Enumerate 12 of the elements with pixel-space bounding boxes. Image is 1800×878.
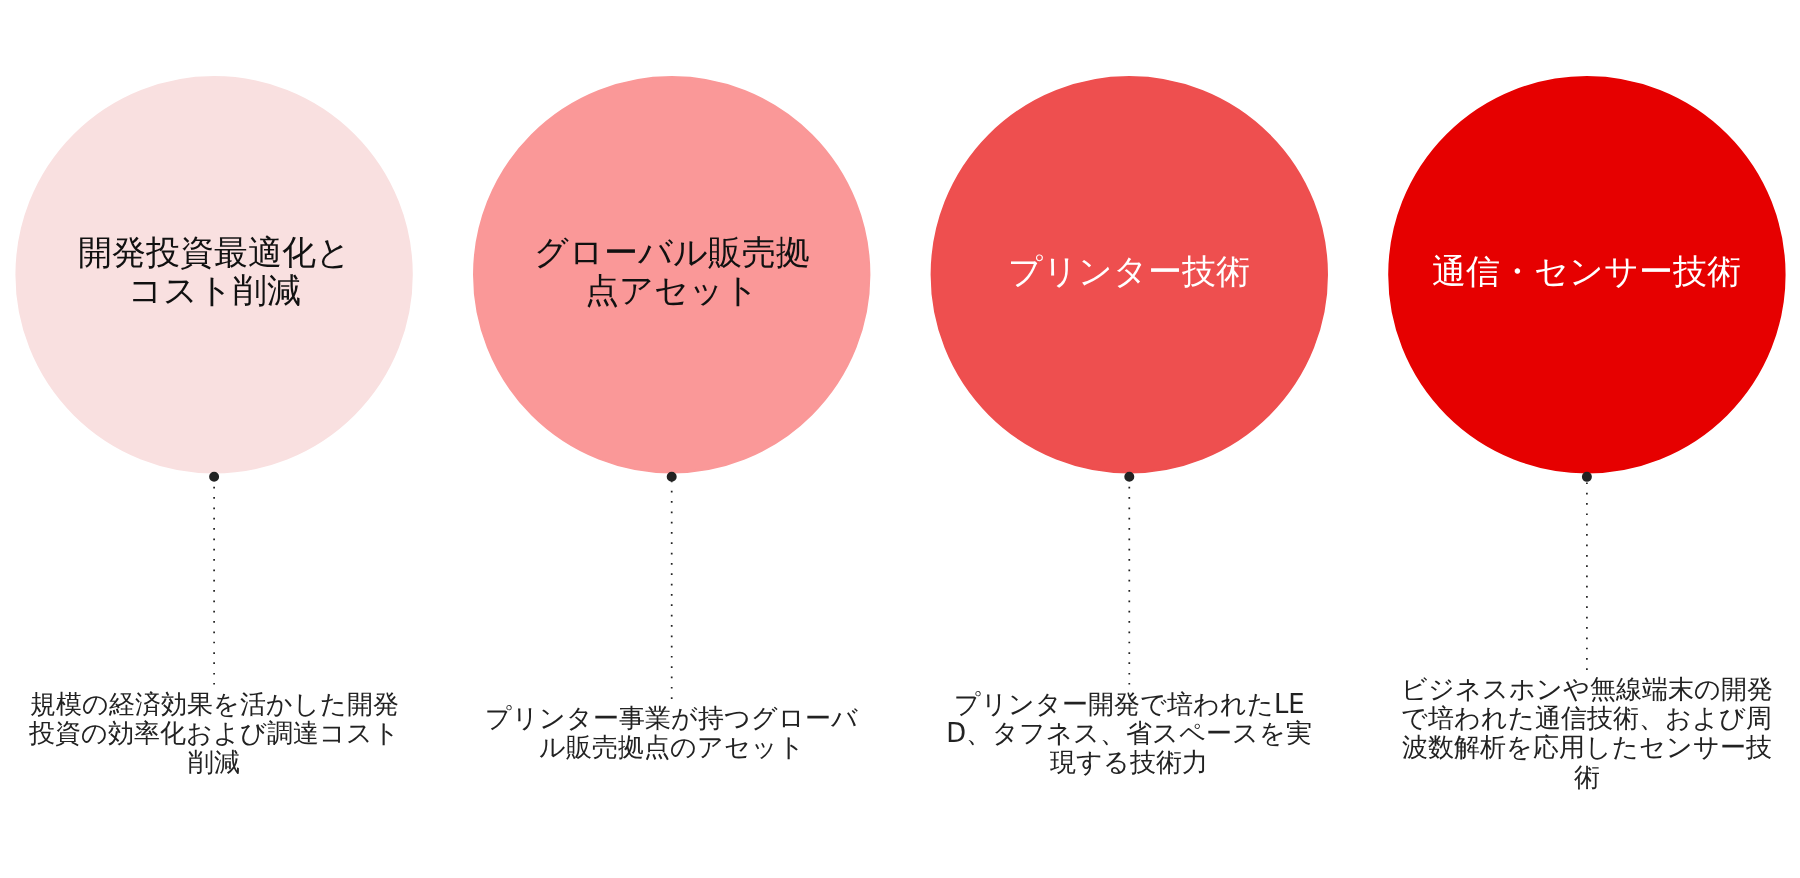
node-text: ビジネスホンや無線端末の開発で培われた通信技術、および周波数解析を応用したセンサー技術 — [1400, 673, 1773, 792]
node-circle: プリンター技術 — [930, 76, 1328, 474]
node-circle: グローバル販売拠点アセット — [472, 76, 870, 474]
node-circle: 通信・センサー技術 — [1387, 76, 1786, 474]
node-text: プリンター事業が持つグローバル販売拠点のアセット — [484, 703, 858, 763]
connector — [208, 471, 219, 686]
connector — [1123, 471, 1134, 686]
connector — [666, 471, 677, 700]
node-text: 規模の経済効果を活かした開発投資の効率化および調達コスト削減 — [28, 688, 400, 778]
node-circle: 開発投資最適化とコスト削減 — [14, 76, 413, 474]
node-text: プリンター開発で培われたLED、タフネス、省スペースを実現する技術力 — [945, 688, 1312, 778]
connector — [1581, 471, 1592, 671]
